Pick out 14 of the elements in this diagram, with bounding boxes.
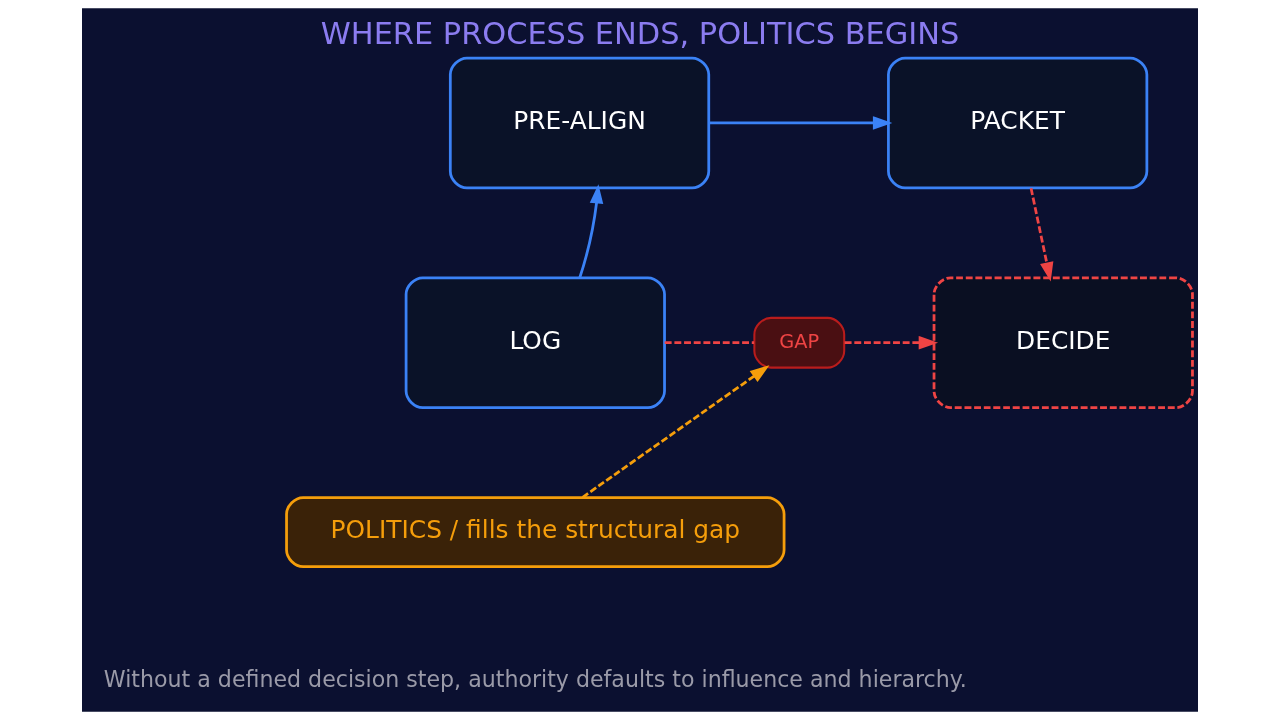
node-box: POLITICS / fills the structural gap	[285, 496, 786, 568]
node-box: GAP	[753, 316, 846, 369]
node-box: LOG	[404, 276, 666, 410]
caption: Without a defined decision step, authority defaults to influence and hierarchy.	[103, 665, 967, 692]
node-box: DECIDE	[932, 276, 1194, 410]
node-box: PACKET	[887, 56, 1149, 190]
arrow	[581, 365, 770, 499]
arrow	[1029, 188, 1054, 282]
node-box: PRE-ALIGN	[448, 56, 711, 190]
arrow	[578, 184, 604, 278]
arrow	[709, 116, 893, 130]
diagram-title: WHERE PROCESS ENDS, POLITICS BEGINS	[320, 15, 960, 51]
arrow	[844, 335, 939, 350]
connector	[664, 341, 755, 345]
